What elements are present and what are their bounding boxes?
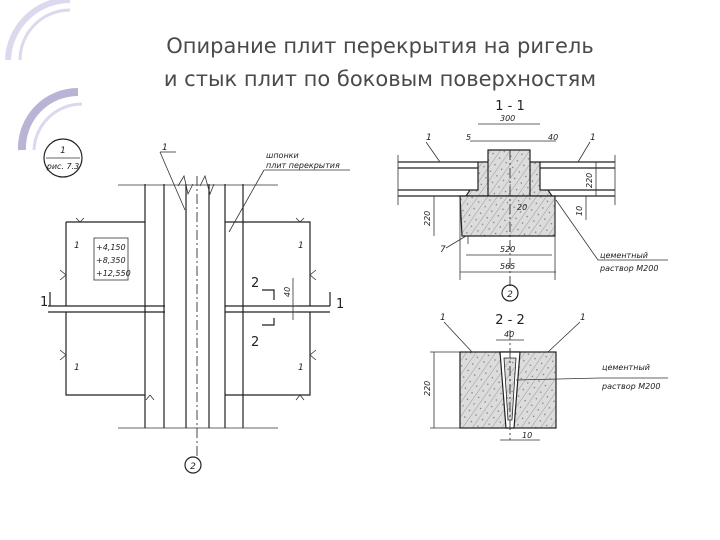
panel-label-2: 1 bbox=[298, 241, 304, 251]
panel-label-4: 1 bbox=[298, 363, 304, 373]
s22-dim-40: 40 bbox=[504, 330, 514, 339]
level-1: +4,150 bbox=[96, 243, 126, 252]
s11-dim-40: 40 bbox=[548, 133, 558, 142]
level-2: +8,350 bbox=[96, 256, 126, 265]
s22-label-left: 1 bbox=[440, 313, 446, 323]
ref-callout-sub: рис. 7.3 bbox=[46, 162, 79, 171]
s11-dim-520: 520 bbox=[500, 245, 515, 254]
section2-top: 2 bbox=[251, 276, 259, 291]
section-1-1: 1 - 1 300 5 40 1 1 bbox=[397, 99, 668, 302]
shpon-label: шпонки bbox=[266, 151, 299, 160]
s22-mortar-sub: раствор М200 bbox=[601, 382, 660, 391]
slide-title-line-1: Опирание плит перекрытия на ригель bbox=[166, 34, 594, 58]
s11-mortar-sub: раствор М200 bbox=[599, 264, 658, 273]
section-2-2: 2 - 2 40 1 1 220 10 цементный bbox=[423, 313, 668, 441]
beam-section bbox=[459, 195, 556, 237]
s11-dim-300: 300 bbox=[500, 114, 515, 123]
section2-bottom: 2 bbox=[251, 335, 259, 350]
s22-dim-10: 10 bbox=[522, 431, 532, 440]
plan-top-label: 1 bbox=[162, 143, 168, 153]
s11-dim-220-right: 220 bbox=[585, 173, 594, 188]
s11-label-7: 7 bbox=[440, 245, 446, 255]
levels-box bbox=[93, 237, 129, 281]
s11-label-right: 1 bbox=[590, 133, 596, 143]
plan-axis-label: 2 bbox=[190, 462, 196, 472]
plan-axis-circle bbox=[184, 456, 202, 474]
s11-mortar-label: цементный bbox=[600, 251, 648, 260]
section1-right: 1 bbox=[336, 297, 344, 312]
panel-label-3: 1 bbox=[74, 363, 80, 373]
section1-left: 1 bbox=[40, 295, 48, 310]
s11-dim-5: 5 bbox=[466, 133, 471, 142]
s22-dim-220: 220 bbox=[423, 381, 432, 396]
plan-view: 1 рис. 7.3 bbox=[40, 138, 350, 474]
s11-dim-20: 20 bbox=[517, 203, 527, 212]
plan-dim-40: 40 bbox=[283, 287, 292, 297]
section22-title: 2 - 2 bbox=[495, 313, 525, 328]
s11-axis-label: 2 bbox=[507, 290, 513, 300]
level-3: +12,550 bbox=[96, 269, 131, 278]
section11-title: 1 - 1 bbox=[495, 99, 525, 114]
ref-callout-num: 1 bbox=[60, 146, 66, 156]
s22-label-right: 1 bbox=[580, 313, 586, 323]
panel-label-1: 1 bbox=[74, 241, 80, 251]
shpon-sub: плит перекрытия bbox=[266, 161, 340, 170]
s11-dim-220-left: 220 bbox=[423, 211, 432, 226]
s11-dim-10: 10 bbox=[575, 206, 584, 216]
ref-callout-circle bbox=[43, 138, 83, 178]
s11-label-left: 1 bbox=[426, 133, 432, 143]
slide-title-line-2: и стык плит по боковым поверхностям bbox=[163, 67, 597, 91]
s11-axis-circle bbox=[501, 284, 519, 302]
s22-mortar-label: цементный bbox=[602, 363, 650, 372]
s11-dim-565: 565 bbox=[500, 262, 515, 271]
